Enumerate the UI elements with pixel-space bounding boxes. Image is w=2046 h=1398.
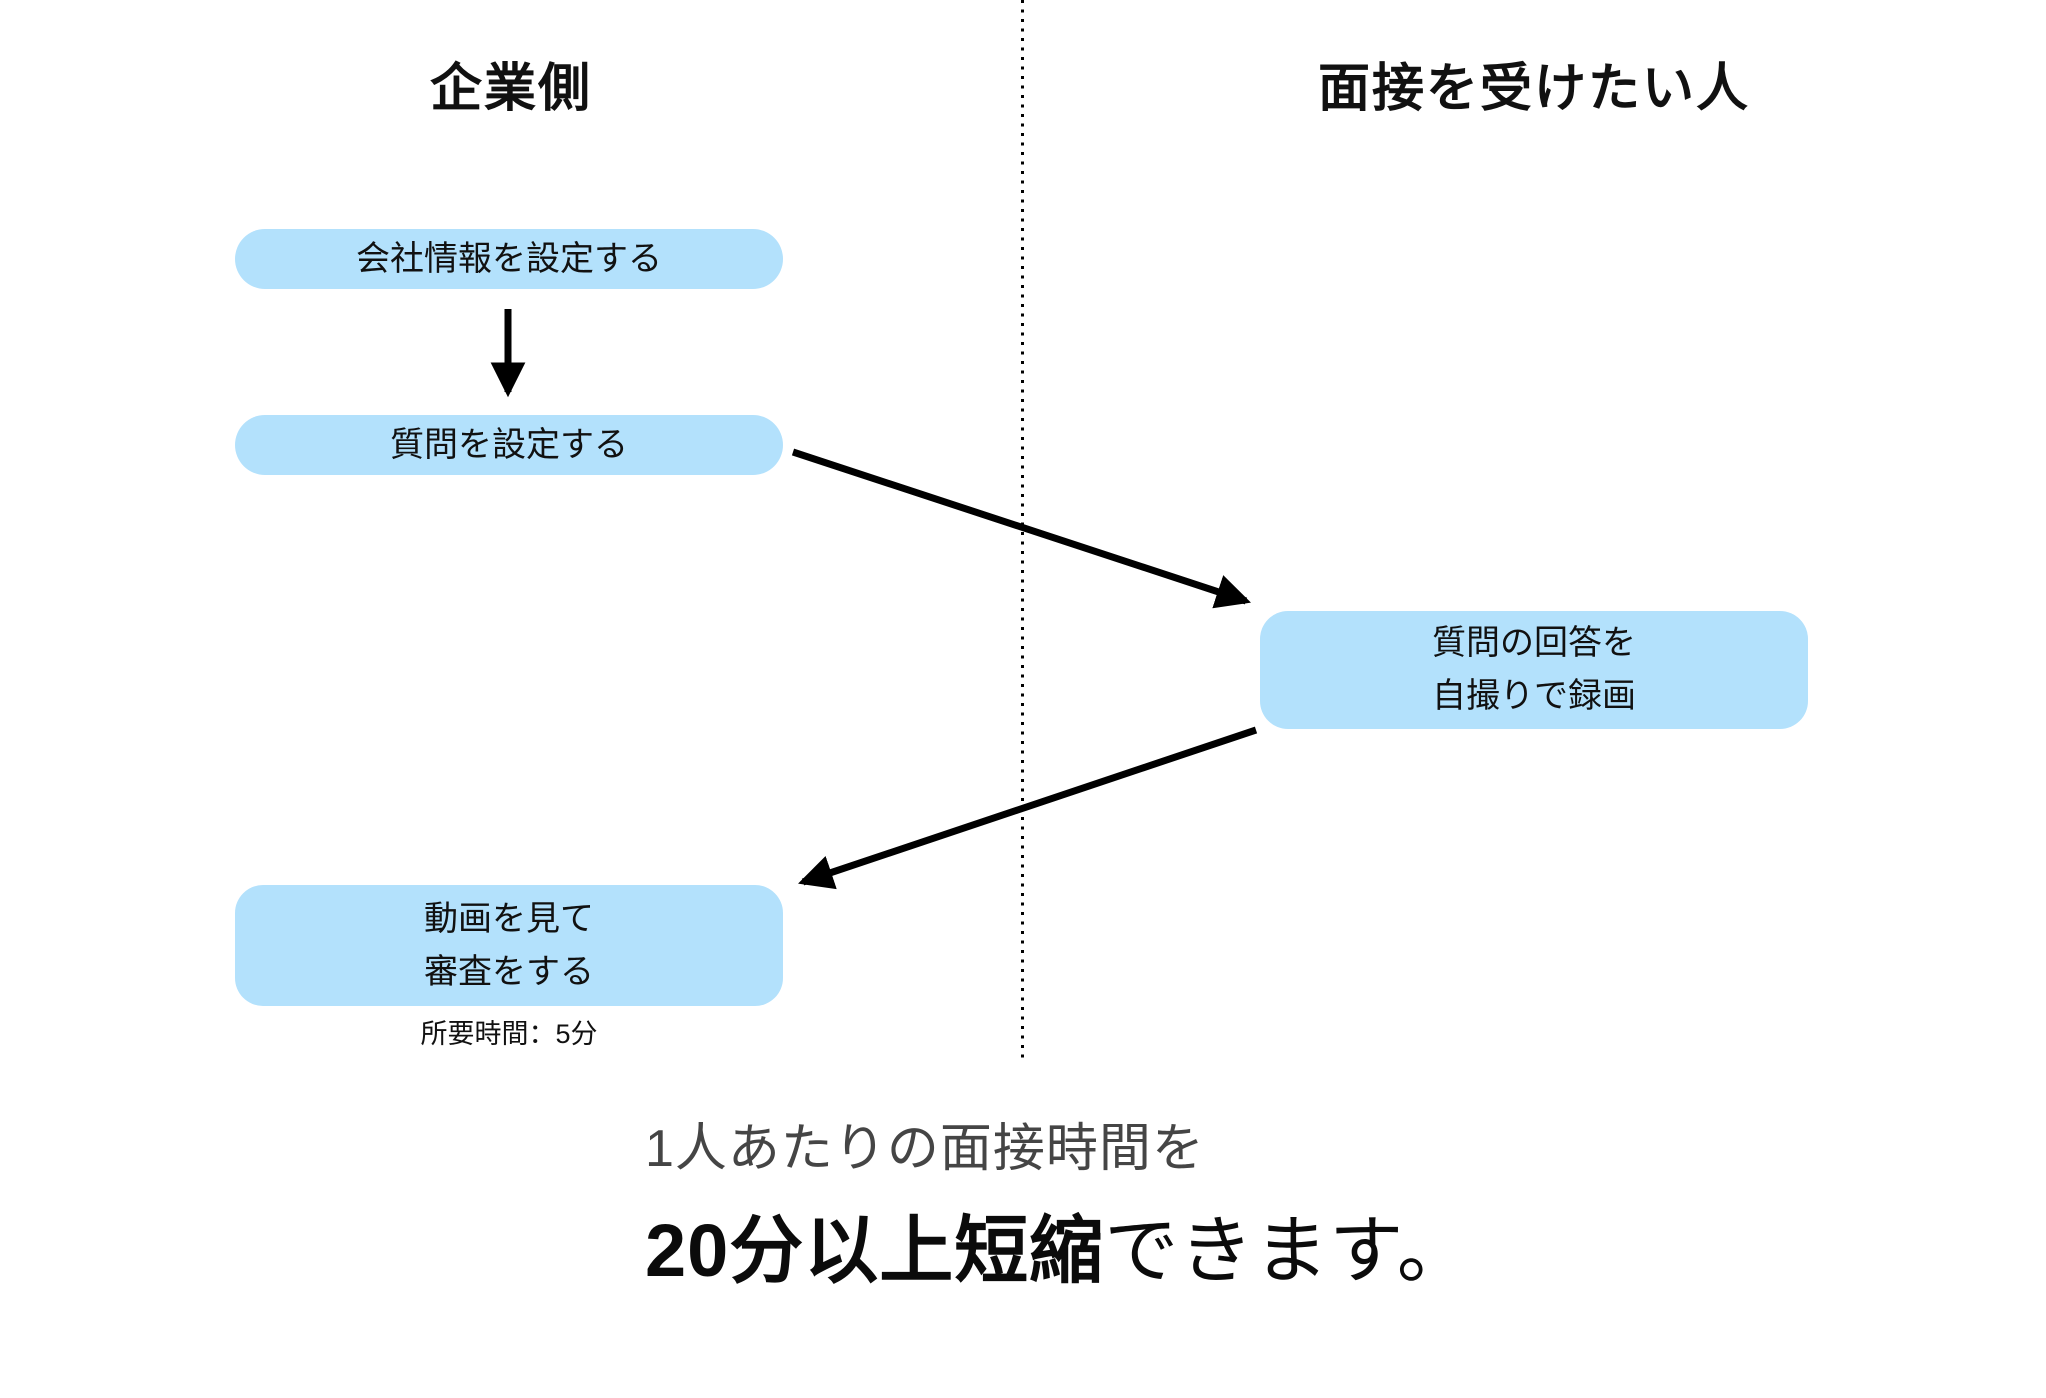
review-time-note: 所要時間：5分 [420,1019,598,1049]
node-set-company-info-label: 会社情報を設定する [356,239,662,278]
arrow-record-to-review [798,726,1258,890]
footer-claim-line1: 1人あたりの面接時間を [645,1120,1205,1178]
arrow-setquestions-to-record [791,448,1251,609]
node-record-answers-line2: 自撮りで録画 [1432,677,1636,715]
lane-header-company: 企業側 [429,59,592,118]
node-review-videos: 動画を見て 審査をする [235,885,783,1006]
lane-divider-dotted-line [1021,0,1024,1058]
node-set-questions-label: 質問を設定する [390,425,628,464]
node-set-questions: 質問を設定する [235,415,783,475]
lane-header-applicant: 面接を受けたい人 [1317,59,1750,118]
footer-claim-line2-rest: できます。 [1104,1209,1472,1293]
node-set-company-info: 会社情報を設定する [235,229,783,289]
node-review-videos-line2: 審査をする [424,952,594,991]
node-record-answers-line1: 質問の回答を [1432,624,1636,663]
footer-claim-highlight: 20分以上短縮 [645,1209,1105,1293]
footer-claim-line2: 20分以上短縮できます。 [645,1208,1472,1293]
node-review-videos-line1: 動画を見て [424,899,594,938]
node-record-answers: 質問の回答を 自撮りで録画 [1260,611,1808,729]
footer-claim: 1人あたりの面接時間を 20分以上短縮できます。 [645,1118,1472,1293]
